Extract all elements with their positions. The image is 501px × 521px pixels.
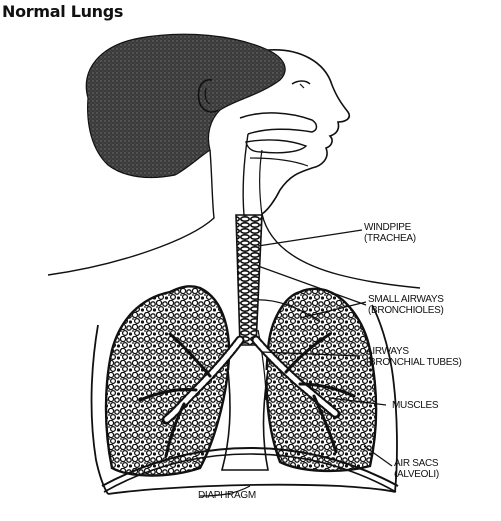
label-small-airways: SMALL AIRWAYS (BRONCHIOLES) bbox=[368, 294, 444, 316]
label-muscles: MUSCLES bbox=[392, 400, 438, 411]
label-airways: AIRWAYS (BRONCHIAL TUBES) bbox=[366, 346, 461, 368]
label-windpipe: WINDPIPE (TRACHEA) bbox=[364, 222, 416, 244]
oral-cavity bbox=[246, 140, 306, 153]
trachea bbox=[236, 215, 262, 345]
label-diaphragm: DIAPHRAGM bbox=[198, 490, 256, 501]
nasal-cavity bbox=[240, 113, 317, 134]
lung-right bbox=[267, 289, 377, 471]
label-air-sacs: AIR SACS (ALVEOLI) bbox=[394, 458, 439, 480]
eye bbox=[292, 81, 310, 84]
hair bbox=[86, 34, 285, 177]
